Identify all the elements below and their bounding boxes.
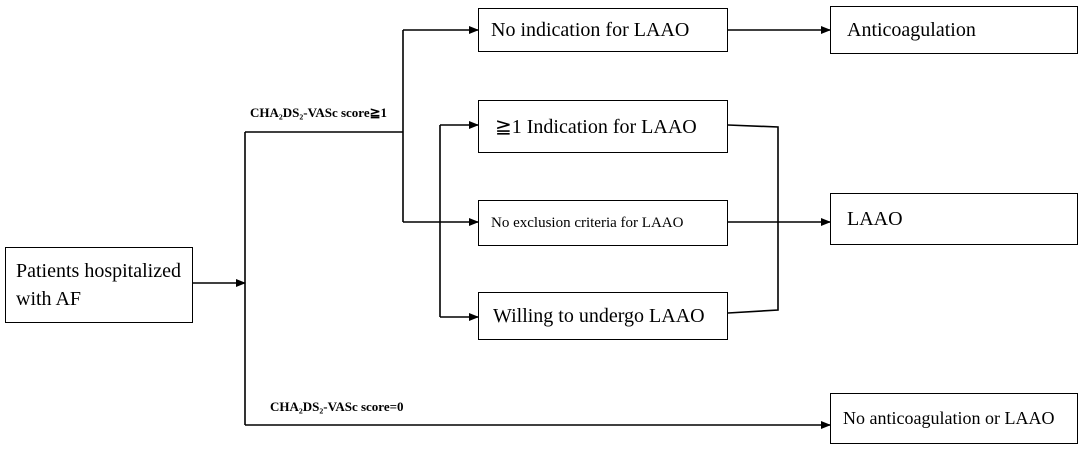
edge-label-score-0: CHA₂DS₂-VASc score=0: [270, 399, 404, 414]
no-indication-box: No indication for LAAO: [478, 8, 728, 52]
laao-box: LAAO: [830, 193, 1078, 245]
patients-box: Patients hospitalized with AF: [5, 247, 193, 323]
indication-box: ≧1 Indication for LAAO: [478, 100, 728, 153]
no-exclusion-label: No exclusion criteria for LAAO: [491, 214, 684, 231]
no-indication-label: No indication for LAAO: [491, 18, 690, 41]
no-anticoag-label: No anticoagulation or LAAO: [843, 408, 1055, 428]
willing-bracket-line: [727, 222, 779, 314]
no-anticoag-box: No anticoagulation or LAAO: [830, 393, 1078, 444]
indication-bracket-line: [727, 124, 779, 222]
willing-label: Willing to undergo LAAO: [493, 304, 705, 327]
no-exclusion-box: No exclusion criteria for LAAO: [478, 200, 728, 246]
willing-box: Willing to undergo LAAO: [478, 292, 728, 340]
edge-label-score-ge1: CHA₂DS₂-VASc score≧1: [250, 105, 388, 120]
anticoagulation-label: Anticoagulation: [847, 18, 976, 41]
laao-label: LAAO: [847, 207, 903, 230]
patients-label: Patients hospitalized with AF: [16, 260, 181, 310]
indication-label: ≧1 Indication for LAAO: [495, 116, 697, 138]
anticoagulation-box: Anticoagulation: [830, 6, 1078, 54]
